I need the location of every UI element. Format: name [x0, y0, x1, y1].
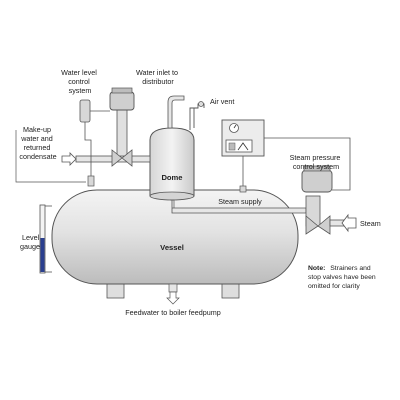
- steam-pressure-control-label: Steam pressure control system: [290, 153, 343, 171]
- level-controller: [79, 99, 91, 123]
- water-level-valve-actuator: [109, 91, 135, 111]
- feedwater-arrow: [166, 291, 180, 305]
- steam-arrow: [341, 213, 357, 233]
- level-gauge-label: Level gauge: [20, 233, 41, 251]
- makeup-arrow: [61, 152, 77, 166]
- water-level-indicator: [40, 238, 45, 272]
- water-inlet-label: Water inlet to distributor: [136, 68, 180, 86]
- dome-label: Dome: [161, 173, 182, 182]
- vessel-label: Vessel: [160, 243, 184, 252]
- water-level-control-label: Water level control system: [61, 68, 99, 95]
- steam-pressure-valve-body: [305, 215, 331, 235]
- water-level-valve-body: [111, 149, 133, 167]
- dome: [149, 127, 195, 197]
- steam-pressure-actuator: [301, 169, 333, 193]
- air-vent-pipe: [189, 103, 205, 130]
- steam-supply-label: Steam supply: [218, 197, 262, 206]
- makeup-water-label: Make-up water and returned condensate: [19, 125, 56, 161]
- air-vent-label: Air vent: [210, 97, 234, 106]
- water-inlet-pipe: [167, 95, 185, 129]
- steam-label: Steam: [360, 219, 381, 228]
- level-signal-line: [84, 130, 92, 184]
- note-text: Note: Strainers and stop valves have bee…: [308, 265, 378, 290]
- feedwater-label: Feedwater to boiler feedpump: [125, 308, 221, 317]
